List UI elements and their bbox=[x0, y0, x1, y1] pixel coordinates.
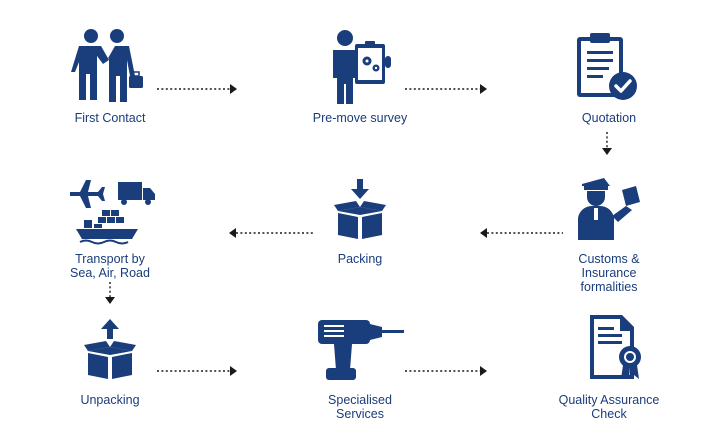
arrowhead-left-icon bbox=[229, 228, 236, 238]
surveyor-clipboard-icon bbox=[333, 30, 391, 104]
step-label-specialised-services: Specialised Services bbox=[328, 393, 392, 421]
handshake-icon bbox=[71, 29, 143, 102]
step-label-customs: Customs & Insurance formalities bbox=[578, 252, 640, 294]
arrowhead-down-icon bbox=[602, 148, 612, 155]
arrowhead-right-icon bbox=[480, 366, 487, 376]
step-label-packing: Packing bbox=[337, 252, 383, 266]
checklist-clipboard-icon bbox=[577, 33, 637, 100]
step-label-quality-assurance: Quality Assurance Check bbox=[558, 393, 660, 421]
step-label-quotation: Quotation bbox=[581, 111, 637, 125]
unpacking-box-icon bbox=[84, 319, 136, 379]
arrowhead-right-icon bbox=[480, 84, 487, 94]
arrowhead-right-icon bbox=[230, 366, 237, 376]
transport-plane-truck-ship-icon bbox=[70, 180, 155, 245]
packing-box-icon bbox=[334, 179, 386, 239]
step-label-pre-move-survey: Pre-move survey bbox=[312, 111, 408, 125]
certificate-icon bbox=[590, 315, 641, 379]
arrowhead-left-icon bbox=[480, 228, 487, 238]
power-drill-icon bbox=[318, 320, 404, 380]
arrowhead-down-icon bbox=[105, 297, 115, 304]
step-label-unpacking: Unpacking bbox=[80, 393, 140, 407]
step-label-transport: Transport by Sea, Air, Road bbox=[70, 252, 150, 280]
arrowhead-right-icon bbox=[230, 84, 237, 94]
customs-officer-icon bbox=[578, 178, 640, 240]
step-label-first-contact: First Contact bbox=[74, 111, 146, 125]
